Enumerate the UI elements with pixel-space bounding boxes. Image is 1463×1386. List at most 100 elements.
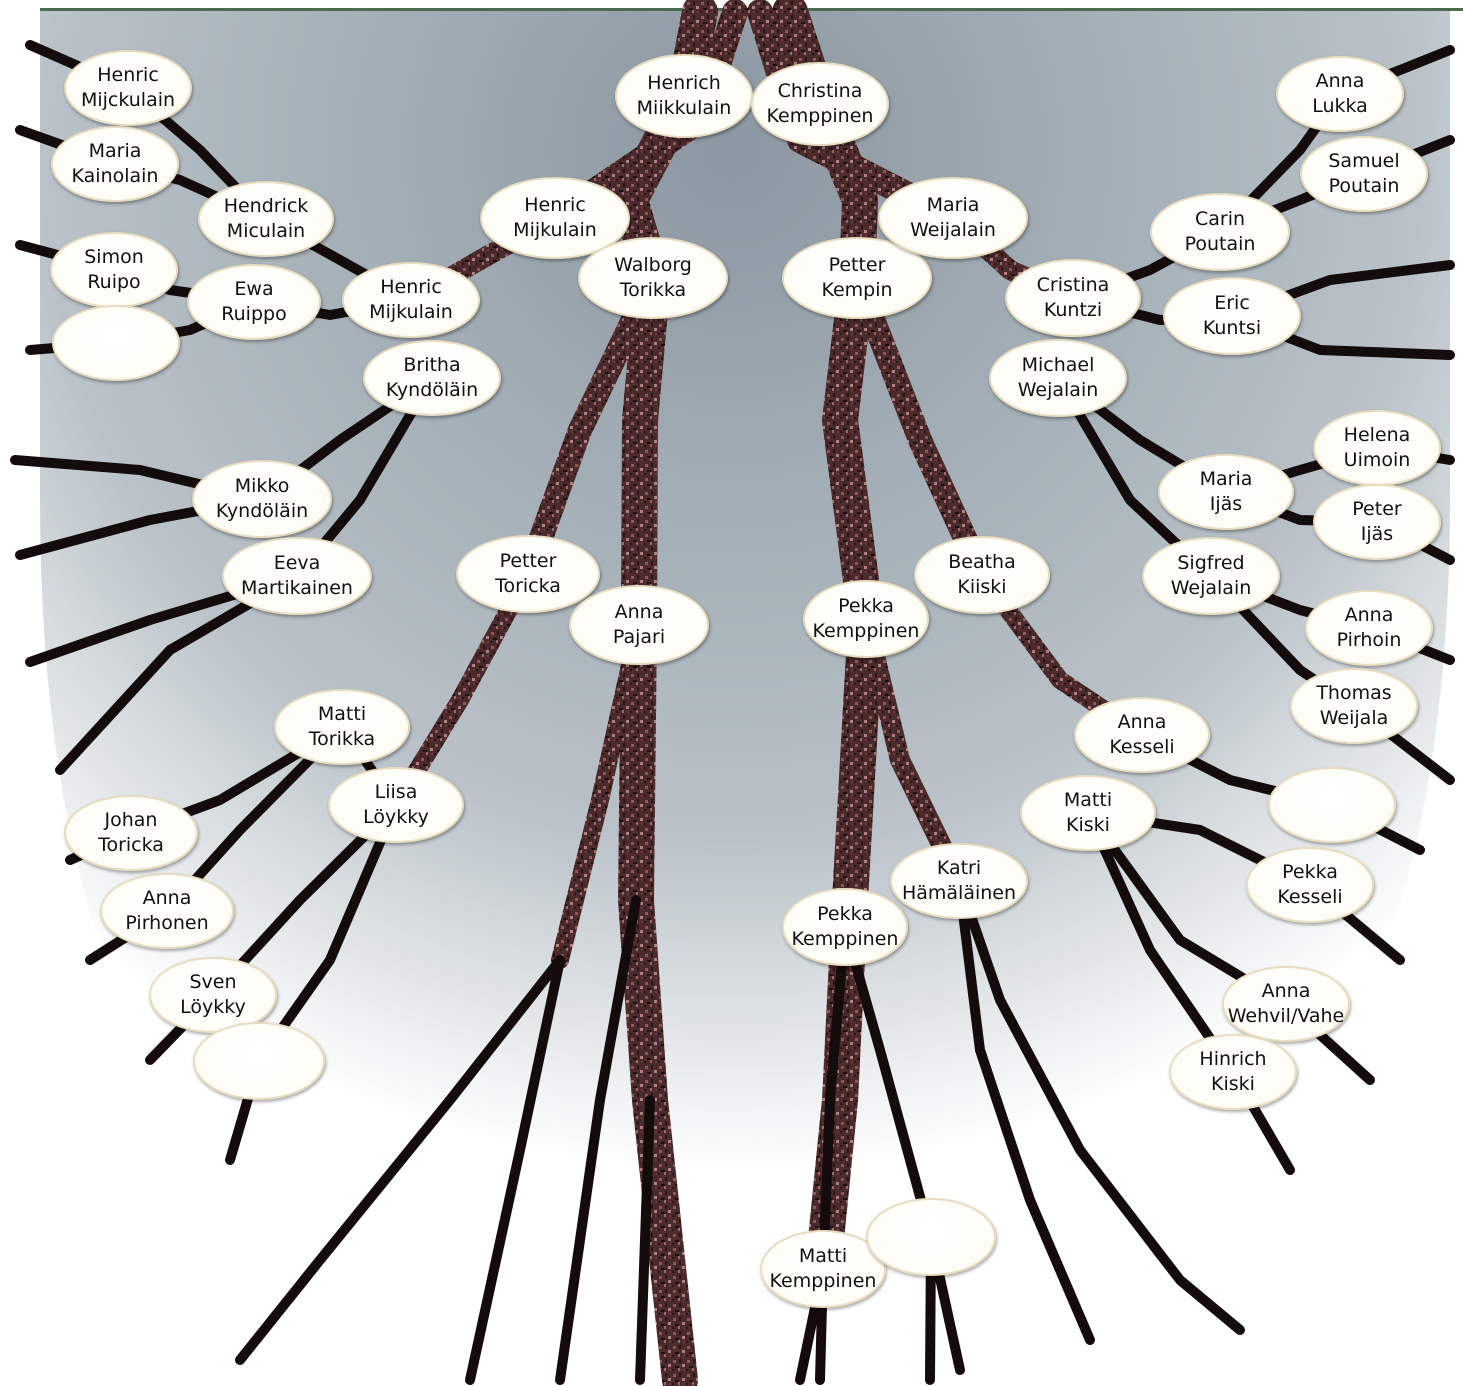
person-node[interactable]	[1268, 767, 1396, 843]
person-first-name: Eric	[1214, 292, 1250, 314]
person-last-name: Lukka	[1312, 95, 1368, 117]
person-last-name: Weijala	[1319, 707, 1389, 729]
person-first-name: Anna	[614, 601, 664, 623]
person-last-name: Kainolain	[71, 165, 159, 187]
person-first-name: Henrich	[647, 72, 721, 94]
branch	[516, 266, 665, 586]
person-last-name: Toricka	[98, 834, 164, 856]
person-first-name: Pekka	[817, 903, 873, 925]
person-node[interactable]	[52, 305, 180, 381]
branch	[954, 876, 1245, 1335]
person-last-name: Pirhonen	[125, 912, 209, 934]
person-first-name: Sven	[189, 971, 237, 993]
branch	[954, 876, 1095, 1345]
branch	[815, 922, 850, 1385]
person-last-name: Wejalain	[1017, 379, 1099, 401]
person-last-name: Mijckulain	[80, 89, 176, 111]
branch	[465, 955, 565, 1385]
person-node[interactable]	[193, 1022, 325, 1100]
person-first-name: Anna	[142, 887, 192, 909]
person-last-name: Poutain	[1328, 175, 1400, 197]
person-last-name: Kempin	[821, 279, 893, 301]
person-last-name: Ijäs	[1209, 493, 1243, 515]
person-first-name: Pekka	[1282, 861, 1338, 883]
person-last-name: Kesseli	[1277, 886, 1343, 908]
person-first-name: Petter	[828, 254, 886, 276]
person-last-name: Toricka	[495, 575, 561, 597]
person-last-name: Torikka	[308, 728, 376, 750]
person-first-name: Anna	[1315, 70, 1365, 92]
person-first-name: Matti	[798, 1245, 848, 1267]
person-first-name: Samuel	[1328, 150, 1400, 172]
person-last-name: Wejalain	[1170, 577, 1252, 599]
person-last-name: Kuntsi	[1202, 317, 1262, 339]
person-last-name: Uimoin	[1343, 449, 1411, 471]
person-first-name: Katri	[936, 857, 982, 879]
person-last-name: Kemppinen	[766, 105, 874, 127]
person-first-name: Maria	[926, 194, 980, 216]
person-last-name: Wehvil/Vahe	[1227, 1005, 1345, 1027]
person-last-name: Ruippo	[221, 303, 287, 325]
person-last-name: Martikainen	[241, 577, 353, 599]
person-last-name: Kiski	[1211, 1073, 1255, 1095]
person-first-name: Henric	[380, 276, 442, 298]
person-first-name: Matti	[1063, 789, 1113, 811]
person-first-name: Michael	[1021, 354, 1095, 376]
person-first-name: Walborg	[614, 254, 692, 276]
branch	[1083, 808, 1295, 1175]
branch	[845, 266, 994, 587]
person-first-name: Sigfred	[1177, 552, 1245, 574]
person-last-name: Miikkulain	[636, 97, 732, 119]
person-last-name: Löykky	[363, 806, 429, 828]
person-last-name: Torikka	[619, 279, 687, 301]
person-last-name: Weijalain	[910, 219, 996, 241]
person-node[interactable]	[866, 1198, 996, 1276]
person-last-name: Kesseli	[1109, 736, 1175, 758]
person-last-name: Miculain	[226, 220, 306, 242]
person-last-name: Kiiski	[957, 576, 1007, 598]
branch	[555, 895, 641, 1385]
